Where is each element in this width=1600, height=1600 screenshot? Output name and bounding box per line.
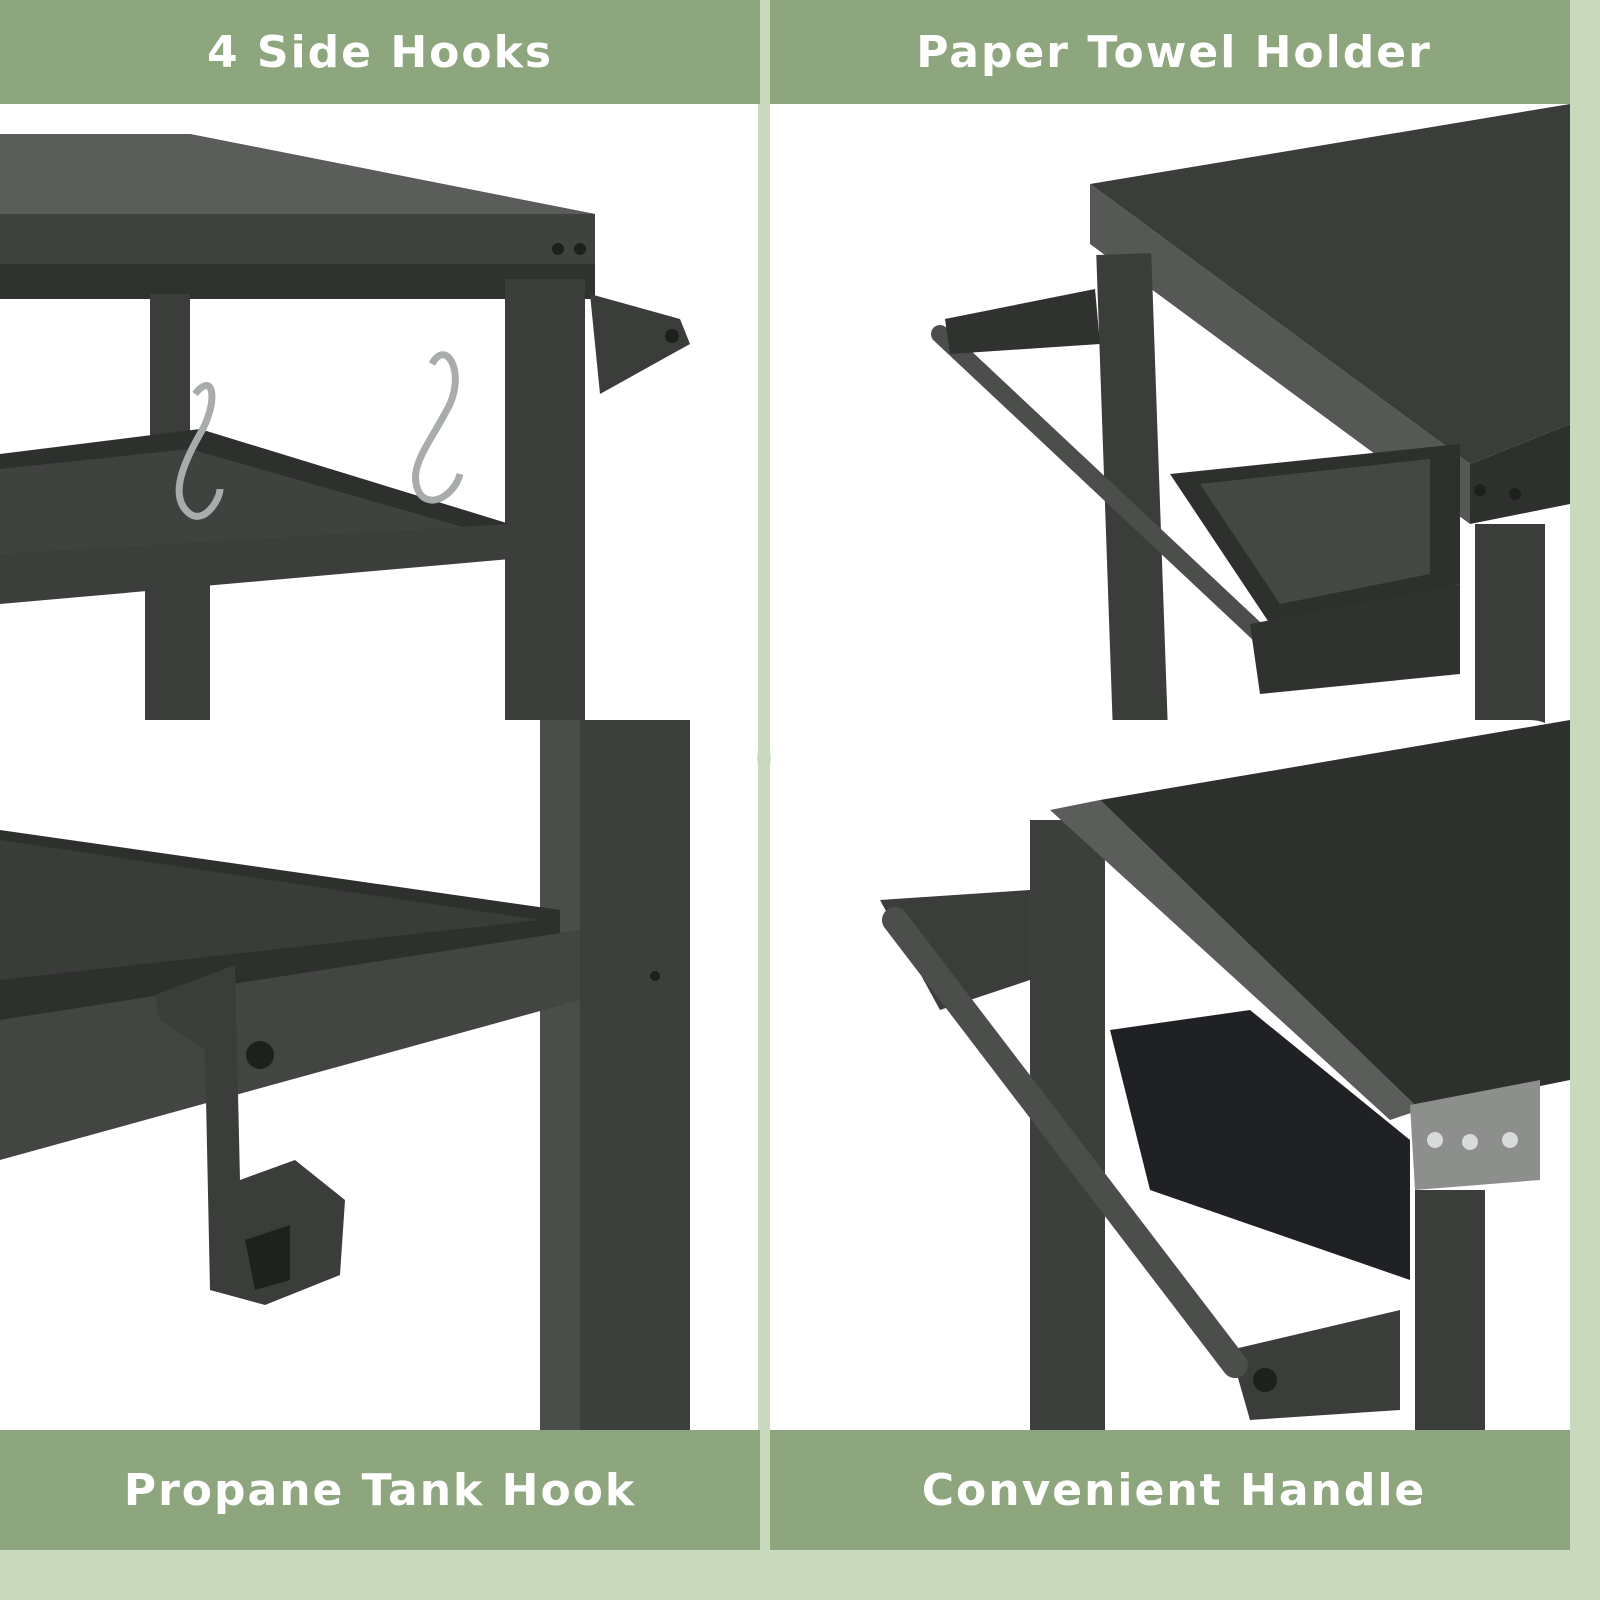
paper-towel-holder-photo: [770, 104, 1570, 796]
feature-label-paper-towel-holder: Paper Towel Holder: [916, 26, 1432, 78]
feature-banner-side-hooks: 4 Side Hooks: [0, 0, 760, 104]
cart-tank-hook-illustration: [0, 720, 690, 1430]
propane-tank-hook-photo: [0, 720, 758, 1430]
feature-panel-side-hooks: 4 Side Hooks: [0, 0, 760, 800]
feature-panel-paper-towel-holder: Paper Towel Holder: [770, 0, 1570, 800]
cart-hooks-illustration: [0, 134, 690, 796]
side-hooks-photo: [0, 104, 758, 796]
s-hook-icon: [175, 382, 224, 520]
s-hook-icon: [412, 351, 464, 504]
feature-label-propane-tank-hook: Propane Tank Hook: [123, 1464, 637, 1516]
cart-handle-illustration: [880, 720, 1570, 1430]
feature-panel-convenient-handle: Convenient Handle: [770, 720, 1570, 1600]
feature-banner-convenient-handle: Convenient Handle: [770, 1430, 1570, 1550]
handle-bar-icon: [882, 907, 1248, 1378]
cart-towel-bar-illustration: [931, 104, 1570, 796]
feature-label-side-hooks: 4 Side Hooks: [206, 26, 554, 78]
feature-banner-propane-tank-hook: Propane Tank Hook: [0, 1430, 760, 1550]
feature-panel-propane-tank-hook: Propane Tank Hook: [0, 720, 760, 1600]
feature-banner-paper-towel-holder: Paper Towel Holder: [770, 0, 1570, 104]
convenient-handle-photo: [770, 720, 1570, 1430]
tank-hook-icon: [155, 965, 345, 1305]
towel-bar-icon: [931, 325, 1274, 648]
feature-label-convenient-handle: Convenient Handle: [921, 1464, 1427, 1516]
